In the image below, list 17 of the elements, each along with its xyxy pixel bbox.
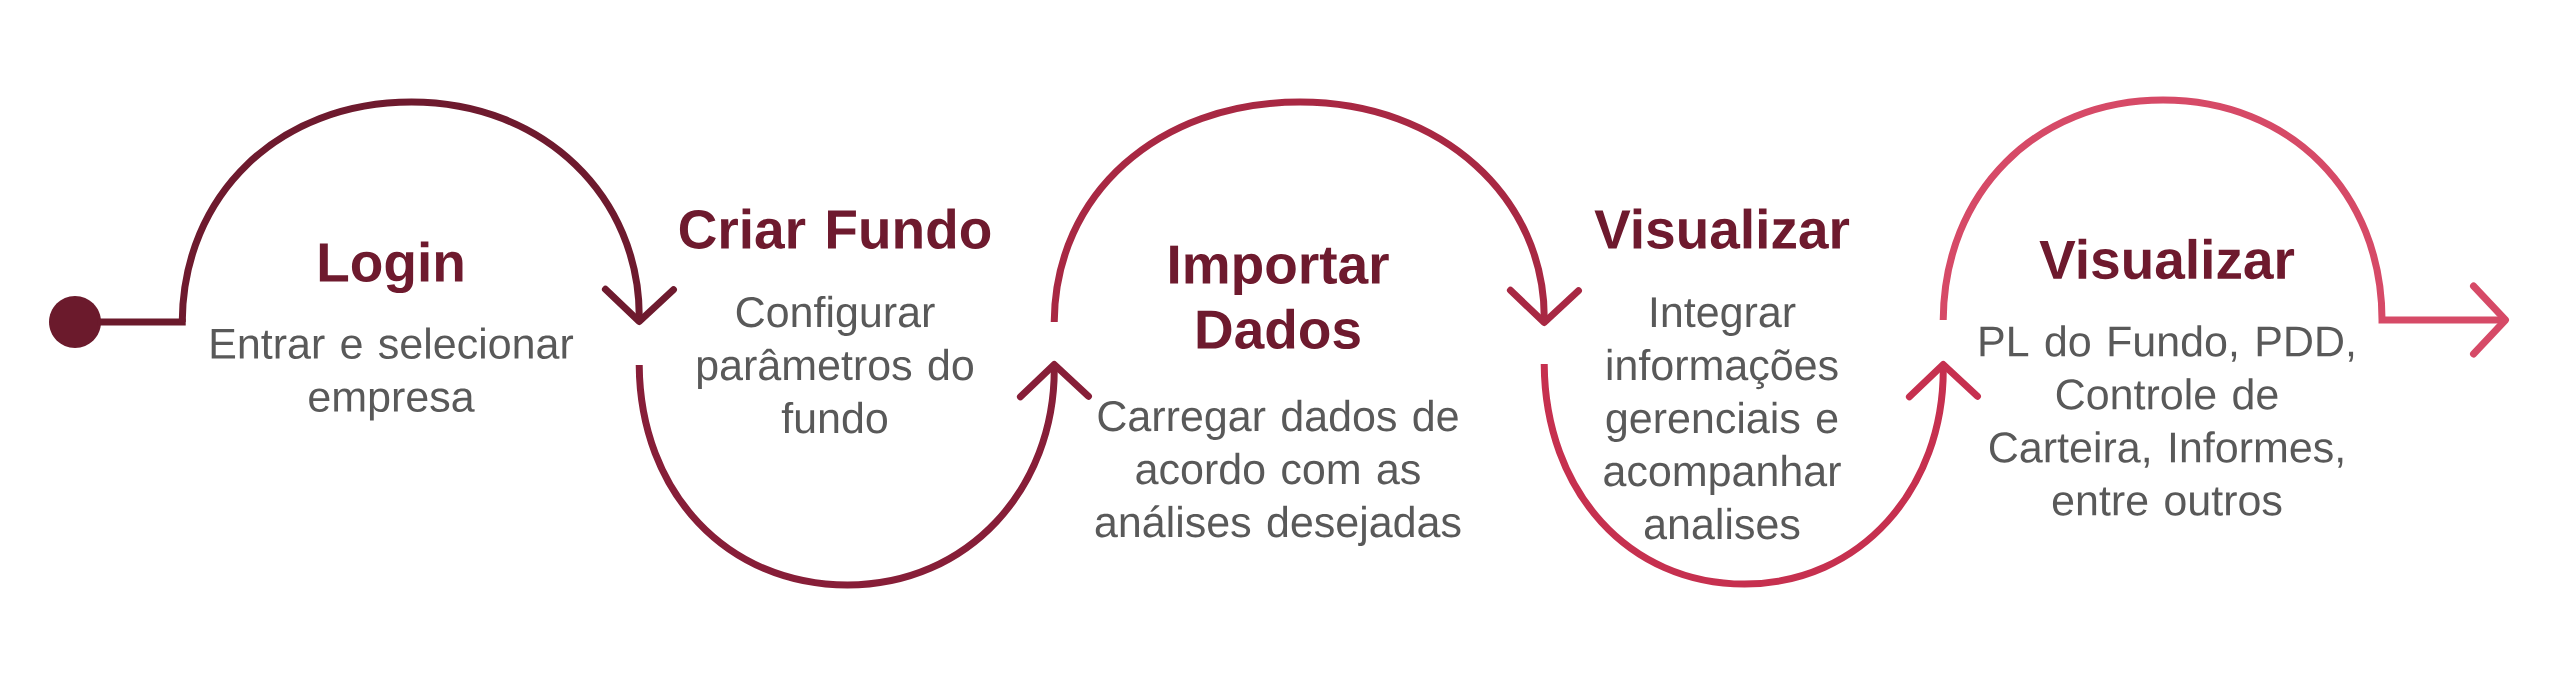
curved-arrow	[1540, 361, 1981, 588]
curved-arrow	[1939, 96, 2509, 358]
step-description: Carregar dados de acordo com as análises desejadas	[1095, 399, 1461, 546]
step-title: Visualizar	[2039, 238, 2295, 280]
connector-line	[97, 318, 186, 326]
step-title: Visualizar	[1594, 208, 1850, 249]
step-description: Entrar e selecionar empresa	[211, 327, 574, 421]
curved-arrow	[178, 98, 677, 325]
step-title: Login	[319, 241, 463, 294]
start-dot	[49, 296, 101, 348]
step-title: Criar Fundo	[679, 208, 991, 249]
step-description: Configurar parâmetros do fundo	[697, 295, 973, 434]
step-description: PL do Fundo, PDD, Controle de Carteira, Informes, entre outros	[1980, 325, 2354, 516]
curved-arrow	[635, 361, 1092, 589]
curved-arrow	[1050, 98, 1582, 326]
step-description: Integrar informações gerenciais e acompanhar analises	[1604, 297, 1841, 540]
step-title: Importar Dados	[1170, 245, 1389, 350]
